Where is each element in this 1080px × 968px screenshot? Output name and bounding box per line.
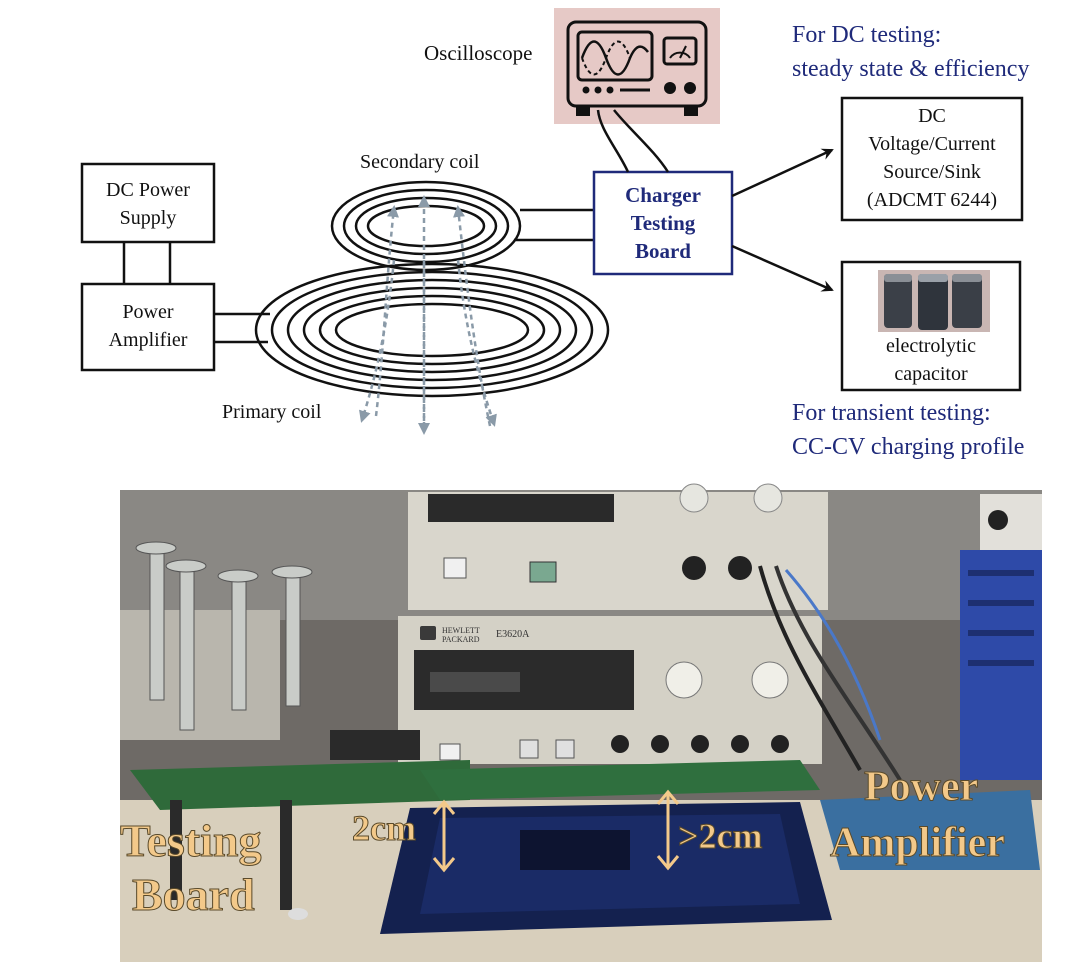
photo-testing-board-line-2: Board [132, 869, 255, 920]
capacitor-photo [878, 270, 990, 332]
photo-power-amplifier-line-2: Amplifier [830, 820, 1005, 866]
dc-source-line-2: Voltage/Current [868, 133, 996, 155]
hp-brand-line-1: HEWLETT [442, 626, 480, 635]
capacitor-line-2: capacitor [894, 363, 968, 385]
dc-source-line-1: DC [918, 105, 946, 127]
dc-source-line-3: Source/Sink [883, 161, 981, 183]
dc-testing-title: For DC testing: [792, 22, 941, 48]
primary-coil [254, 262, 610, 398]
charger-testing-board-box [592, 170, 734, 276]
dc-source-sink-box [840, 96, 1024, 222]
dc-power-supply-box [80, 162, 216, 244]
arrow-to-dc-source [731, 148, 834, 198]
charger-board-line-2: Testing [631, 211, 696, 235]
hp-brand-line-2: PACKARD [442, 635, 480, 644]
photo-gap-right-label: >2cm [678, 816, 762, 856]
power-supply-line-2: Supply [120, 207, 177, 229]
dc-testing-subtitle: steady state & efficiency [792, 56, 1029, 82]
hp-model-label: E3620A [496, 629, 530, 640]
gap-arrow-right [656, 789, 680, 871]
transient-testing-title: For transient testing: [792, 400, 991, 426]
capacitor-line-1: electrolytic [886, 335, 976, 357]
gap-arrow-left [432, 799, 456, 873]
photo-gap-left-label: 2cm [352, 808, 416, 848]
oscilloscope-icon [554, 8, 720, 124]
dc-source-line-4: (ADCMT 6244) [867, 189, 997, 211]
test-setup-diagram: Oscilloscope For DC testing: steady stat… [80, 8, 1029, 460]
transient-testing-subtitle: CC-CV charging profile [792, 434, 1024, 460]
power-amplifier-line-2: Amplifier [109, 329, 188, 351]
photo-testing-board-line-1: Testing [120, 815, 261, 866]
hp-logo [420, 626, 436, 640]
power-amplifier-line-1: Power [122, 301, 173, 323]
oscilloscope-label: Oscilloscope [424, 41, 532, 65]
power-amplifier-box [80, 282, 216, 372]
charger-board-line-1: Charger [625, 183, 701, 207]
power-supply-line-1: DC Power [106, 179, 190, 201]
primary-coil-label: Primary coil [222, 401, 322, 423]
magnetic-field-arrows [359, 195, 497, 435]
arrow-to-capacitor [731, 244, 834, 292]
secondary-coil-label: Secondary coil [360, 151, 480, 173]
photo-power-amplifier-line-1: Power [864, 764, 978, 810]
charger-board-line-3: Board [635, 239, 691, 263]
